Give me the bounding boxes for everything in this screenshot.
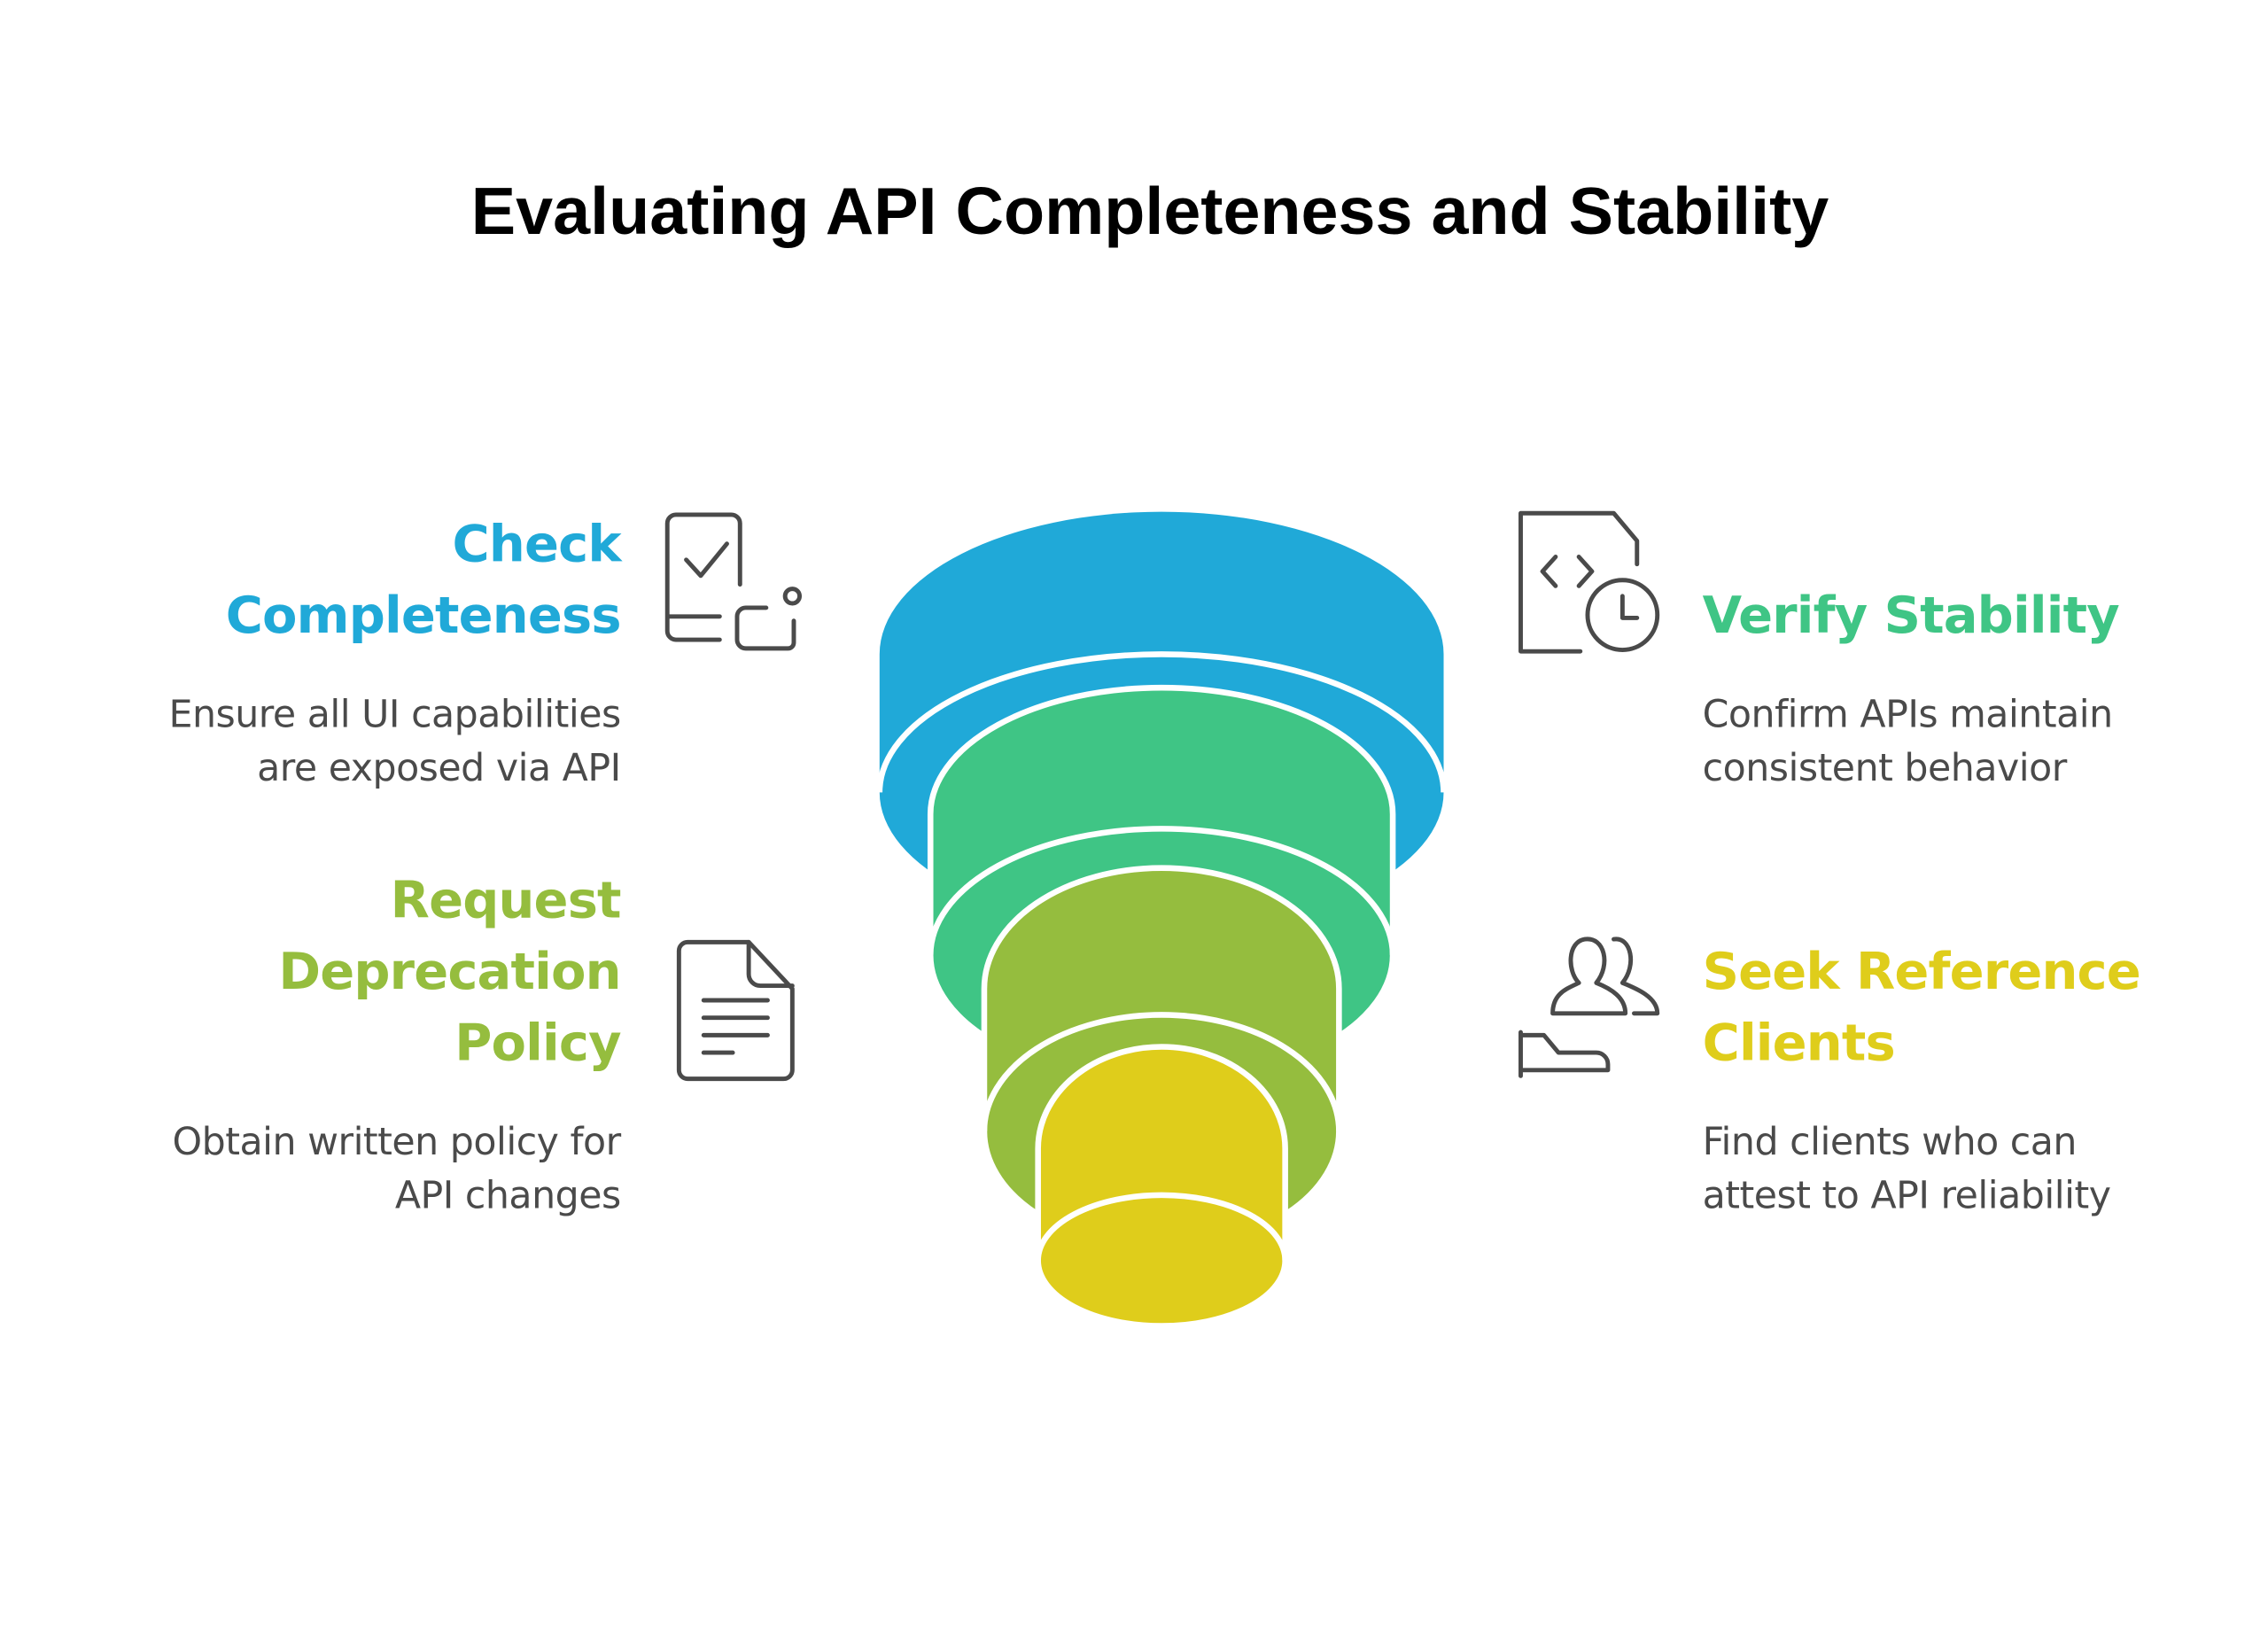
- verify-stability-description: Confirm APIs maintain consistent behavio…: [1702, 689, 2114, 797]
- description-line: Obtain written policy for: [172, 1121, 622, 1165]
- seek-reference-clients-heading: Seek Reference Clients: [1702, 937, 2141, 1080]
- verify-stability-heading: Verify Stability: [1702, 581, 2120, 652]
- funnel-tier-yellow: [1035, 1044, 1288, 1329]
- heading-line: Seek Reference: [1702, 944, 2141, 1002]
- description-line: are exposed via API: [257, 747, 621, 791]
- description-line: Find clients who can: [1702, 1121, 2078, 1165]
- request-deprecation-policy-description: Obtain written policy for API changes: [172, 1116, 622, 1224]
- code-file-clock-icon: [1518, 510, 1660, 654]
- description-line: consistent behavior: [1702, 747, 2068, 791]
- heading-line: Clients: [1702, 1014, 1896, 1074]
- check-completeness-description: Ensure all UI capabilities are exposed v…: [168, 689, 621, 797]
- heading-line: Request: [390, 872, 622, 931]
- heading-line: Deprecation: [278, 944, 621, 1002]
- request-deprecation-policy-heading: Request Deprecation Policy: [278, 867, 622, 1080]
- users-hand-icon: [1518, 936, 1660, 1078]
- description-line: attest to API reliability: [1702, 1174, 2111, 1219]
- heading-line: Verify Stability: [1702, 587, 2120, 646]
- check-completeness-heading: Check Completeness: [225, 510, 622, 653]
- heading-line: Policy: [454, 1014, 621, 1074]
- heading-line: Check: [452, 516, 622, 575]
- heading-line: Completeness: [225, 587, 622, 646]
- page-title: Evaluating API Completeness and Stabilit…: [470, 173, 1829, 249]
- mobile-checklist-icon: [664, 512, 803, 651]
- description-line: Ensure all UI capabilities: [168, 693, 621, 737]
- description-line: API changes: [394, 1174, 621, 1219]
- seek-reference-clients-description: Find clients who can attest to API relia…: [1703, 1116, 2111, 1224]
- description-line: Confirm APIs maintain: [1702, 693, 2114, 737]
- document-icon: [676, 939, 795, 1082]
